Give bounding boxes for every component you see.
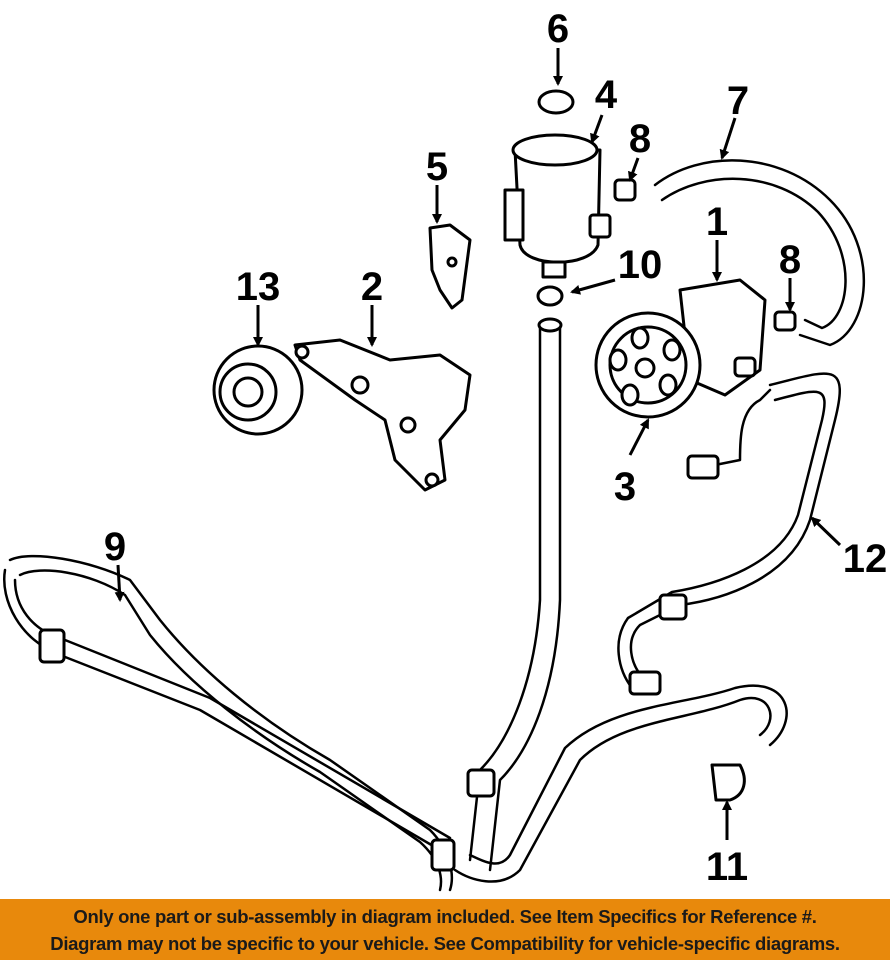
disclaimer-line-1: Only one part or sub-assembly in diagram… <box>73 906 817 927</box>
part-return-line <box>3 554 456 892</box>
part-clamp-10 <box>536 285 564 307</box>
part-reservoir-hose <box>466 317 563 872</box>
callout-11: 11 <box>706 845 748 889</box>
part-pulley <box>212 344 304 436</box>
callout-1: 1 <box>706 200 728 244</box>
callout-2: 2 <box>361 265 383 309</box>
disclaimer-line-2: Diagram may not be specific to your vehi… <box>50 933 840 954</box>
part-clamp-a <box>613 178 637 202</box>
part-reservoir <box>503 133 612 279</box>
callout-10: 10 <box>618 243 663 287</box>
callout-5: 5 <box>426 145 448 189</box>
callout-6: 6 <box>547 7 569 51</box>
callout-4: 4 <box>595 73 618 117</box>
part-small-bracket <box>428 223 472 310</box>
part-return-hose <box>653 159 865 347</box>
callout-8b: 8 <box>779 238 801 282</box>
part-clamp-11 <box>710 763 746 802</box>
callout-9: 9 <box>104 525 126 569</box>
part-bracket <box>293 338 472 492</box>
callout-12: 12 <box>843 537 888 581</box>
callout-7: 7 <box>727 79 749 123</box>
part-clamp-b <box>773 310 797 332</box>
callout-13: 13 <box>236 265 281 309</box>
callout-8a: 8 <box>629 117 651 161</box>
disclaimer-banner: Only one part or sub-assembly in diagram… <box>0 899 890 960</box>
part-cap <box>537 89 575 115</box>
part-pressure-line <box>617 372 841 696</box>
callout-3: 3 <box>614 465 636 509</box>
part-hose-right <box>453 684 788 883</box>
part-pump <box>594 278 767 419</box>
callout-arrows <box>114 48 842 840</box>
